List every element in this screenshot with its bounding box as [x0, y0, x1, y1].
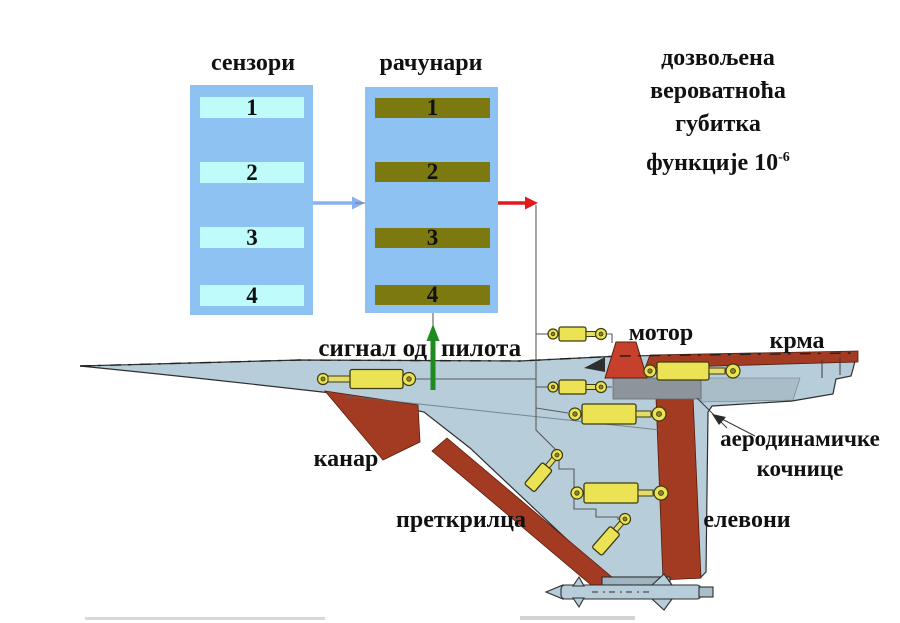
tail-detail-lines [821, 357, 841, 378]
fuselage-top-edge [79, 352, 858, 367]
computer-channel-3: 3 [375, 226, 490, 249]
canard-label: канар [313, 446, 379, 472]
rudder-actuator [643, 361, 741, 381]
slats-label: преткрилца [396, 507, 526, 533]
sensor-channel-2: 2 [200, 161, 304, 184]
slat-actuator-lower [592, 512, 632, 556]
airbrakes-leader-arrow [696, 397, 756, 437]
pilot-signal-label-right: пилота [441, 335, 522, 362]
probability-note-line1: дозвољена вероватноћа [650, 45, 786, 104]
scan-artifacts [85, 616, 635, 620]
elevon-actuator-upper [568, 403, 667, 425]
sensors-box: 1 2 3 4 [190, 85, 313, 315]
computers-output-arrow [498, 196, 538, 210]
exponent: -6 [778, 150, 790, 165]
engine-nozzle [604, 341, 648, 379]
probability-note-line2: губитка функције 10-6 [646, 111, 790, 176]
computer-channel-4: 4 [375, 283, 490, 306]
airbrake-panel [612, 377, 702, 400]
elevon-actuator-lower [570, 482, 669, 504]
computer-channel-1: 1 [375, 96, 490, 119]
wingtip-missile [544, 573, 714, 611]
sensors-to-computers-arrow [313, 196, 366, 210]
engine-shadow [584, 357, 605, 372]
sensor-channel-4: 4 [200, 284, 304, 307]
sensor-channel-1: 1 [200, 96, 304, 119]
computer-channel-2: 2 [375, 160, 490, 183]
probability-note: дозвољена вероватноћа губитка функције 1… [627, 42, 809, 180]
computers-box: 1 2 3 4 [365, 87, 498, 313]
airbrakes-label: аеродинамичке кочнице [720, 426, 880, 481]
engine-actuator [547, 326, 608, 342]
pilot-signal-label-left: сигнал од [318, 335, 427, 362]
tail-layer [700, 377, 801, 403]
slat-actuator-upper [524, 448, 564, 492]
motor-label: мотор [628, 320, 694, 346]
elevons-label: елевони [703, 507, 791, 533]
rudder-label: крма [769, 328, 825, 354]
pilot-signal-arrow [426, 313, 440, 390]
airbrake-actuator [547, 379, 608, 395]
computers-title: рачунари [379, 50, 483, 76]
sensor-channel-3: 3 [200, 226, 304, 249]
canard-actuator [316, 368, 417, 390]
sensors-title: сензори [210, 50, 296, 76]
